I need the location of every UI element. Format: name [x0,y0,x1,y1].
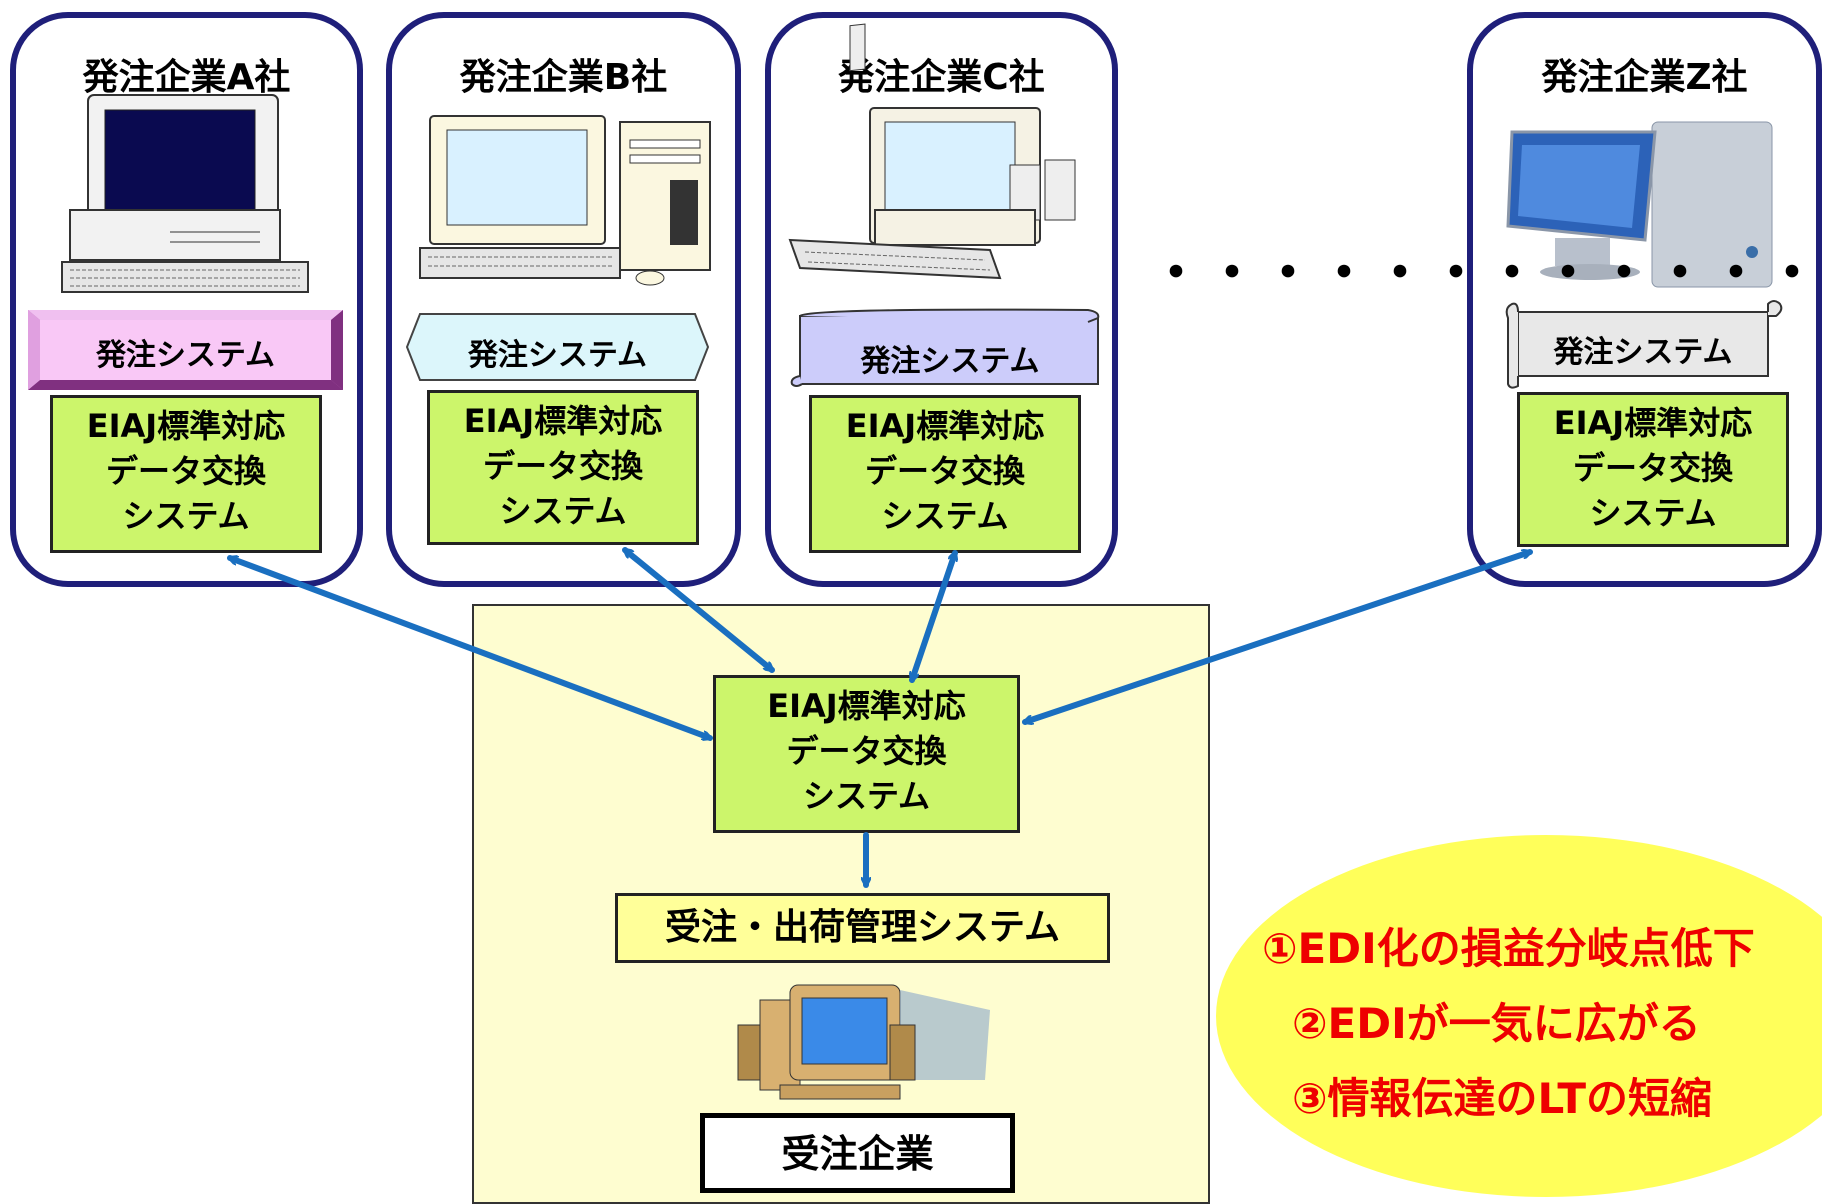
computer-z-icon [1506,121,1773,288]
order-system-label-c: 発注システム [860,344,1040,379]
edi-line-3: システム [1589,494,1717,532]
edi-line-2: データ交換 [786,732,947,770]
computer-a-icon [61,94,309,293]
customer-edi-system-box: EIAJ標準対応 データ交換 システム [713,675,1020,833]
order-shipping-management-system: 受注・出荷管理システム [615,893,1110,963]
edi-line-2: データ交換 [1572,449,1733,487]
company-z-title: 発注企業Z社 [1541,57,1748,98]
order-system-label-a: 発注システム [95,338,276,373]
merits-callout [1216,835,1822,1197]
edi-system-box-a: EIAJ標準対応 データ交換 システム [50,395,322,553]
edi-line-3: システム [881,497,1009,535]
edi-line-1: EIAJ標準対応 [845,407,1045,445]
receiving-company-label: 受注企業 [700,1113,1015,1193]
edi-system-box-b: EIAJ標準対応 データ交換 システム [427,390,699,545]
edi-line-2: データ交換 [482,447,643,485]
edi-line-3: システム [802,777,931,815]
edi-line-1: EIAJ標準対応 [463,402,663,440]
company-a-title: 発注企業A社 [82,57,291,98]
arrow-z-to-customer [1025,552,1530,722]
arrow-b-to-customer [625,550,772,670]
edi-line-2: データ交換 [864,452,1025,490]
order-system-banner-b [405,313,710,381]
edi-line-1: EIAJ標準対応 [1553,404,1753,442]
computer-b-icon [419,115,711,286]
merit-2: ②EDIが一気に広がる [1292,999,1701,1048]
arrow-c-to-customer [912,553,955,680]
merit-1: ①EDI化の損益分岐点低下 [1262,924,1755,973]
edi-line-3: システム [122,497,250,535]
customer-computer-icon [737,984,990,1100]
edi-system-box-z: EIAJ標準対応 データ交換 システム [1517,392,1789,547]
order-system-banner-a [28,310,343,390]
edi-line-1: EIAJ標準対応 [86,407,286,445]
order-system-label-b: 発注システム [467,338,648,373]
order-system-banner-z [1505,300,1783,389]
edi-line-1: EIAJ標準対応 [767,687,966,725]
merit-3: ③情報伝達のLTの短縮 [1292,1074,1713,1123]
company-c-title: 発注企業C社 [838,57,1045,98]
computer-c-icon [788,23,1076,280]
order-system-banner-c [790,308,1100,387]
edi-line-2: データ交換 [105,452,266,490]
edi-line-3: システム [499,492,627,530]
arrow-a-to-customer [230,558,710,738]
company-b-title: 発注企業B社 [459,57,668,98]
order-system-label-z: 発注システム [1553,335,1733,370]
